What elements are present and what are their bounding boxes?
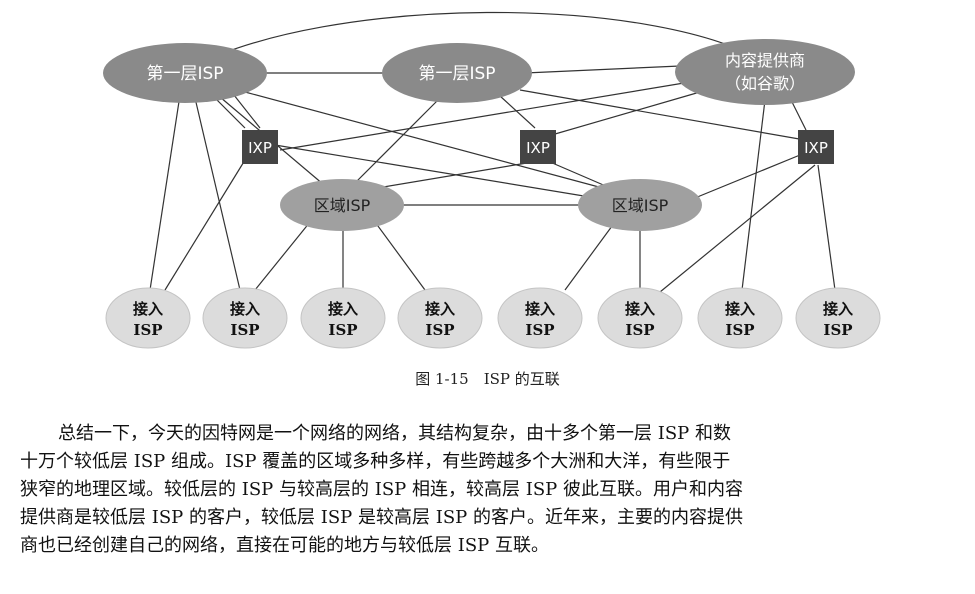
link: [194, 97, 241, 291]
access-isp-label: 接入: [425, 300, 455, 318]
access-isp-label: 接入: [823, 300, 853, 318]
ixp-right: IXP: [798, 130, 834, 164]
access-isp: 接入 ISP: [105, 287, 191, 349]
access-isp-sublabel: ISP: [525, 321, 554, 339]
link: [254, 221, 311, 291]
tier1-isp-mid-label: 第一层ISP: [418, 64, 495, 84]
link: [741, 99, 766, 291]
ixp-mid: IXP: [520, 130, 556, 164]
access-isp-sublabel: ISP: [823, 321, 852, 339]
content-provider-label: 内容提供商: [725, 51, 805, 70]
link: [519, 89, 806, 141]
link: [364, 159, 546, 191]
access-isp-sublabel: ISP: [230, 321, 259, 339]
ixp-left-label: IXP: [248, 139, 272, 157]
isp-interconnection-diagram: 第一层ISP 第一层ISP 内容提供商 （如谷歌） IXP IXP IXP 区域…: [103, 11, 881, 349]
paragraph-line: 总结一下，今天的因特网是一个网络的网络，其结构复杂，由十多个第一层 ISP 和数: [58, 423, 731, 444]
access-isp-row: 接入 ISP 接入 ISP 接入 ISP 接入 ISP 接入 ISP 接入 ISP 接入 ISP 接入 ISP: [105, 287, 881, 349]
access-isp-sublabel: ISP: [725, 321, 754, 339]
link: [244, 91, 611, 191]
content-provider-example: （如谷歌）: [725, 74, 805, 93]
ixp-mid-label: IXP: [526, 139, 550, 157]
paragraph-line: 十万个较低层 ISP 组成。ISP 覆盖的区域多种多样，有些跨越多个大洲和大洋，…: [20, 451, 731, 472]
link: [499, 95, 536, 129]
figure-caption: 图 1-15 ISP 的互联: [415, 370, 560, 388]
access-isp-label: 接入: [725, 300, 755, 318]
access-isp-label: 接入: [230, 300, 260, 318]
link: [274, 144, 609, 201]
access-isp: 接入 ISP: [795, 287, 881, 349]
ixp-left: IXP: [242, 130, 278, 164]
ixp-right-label: IXP: [804, 139, 828, 157]
link: [524, 65, 681, 74]
access-isp-label: 接入: [328, 300, 358, 318]
access-isp-sublabel: ISP: [328, 321, 357, 339]
paragraph-line: 提供商是较低层 ISP 的客户，较低层 ISP 是较高层 ISP 的客户。近年来…: [20, 507, 743, 528]
content-provider: 内容提供商 （如谷歌）: [675, 39, 855, 105]
link: [349, 97, 441, 189]
access-isp: 接入 ISP: [202, 287, 288, 349]
access-isp-label: 接入: [525, 300, 555, 318]
links: [149, 11, 836, 293]
regional-isp-right-label: 区域ISP: [612, 196, 669, 215]
link-arc-tier1-content: [189, 11, 766, 69]
tier1-isp-left-label: 第一层ISP: [146, 64, 223, 84]
paragraph-line: 狭窄的地理区域。较低层的 ISP 与较高层的 ISP 相连，较高层 ISP 彼此…: [20, 479, 743, 500]
link: [279, 81, 691, 151]
access-isp: 接入 ISP: [397, 287, 483, 349]
link: [689, 154, 801, 201]
access-isp: 接入 ISP: [597, 287, 683, 349]
paragraph-line: 商也已经创建自己的网络，直接在可能的地方与较低层 ISP 互联。: [20, 535, 549, 556]
regional-isp-left-label: 区域ISP: [314, 196, 371, 215]
link: [149, 94, 181, 291]
link: [817, 164, 836, 291]
tier1-isp-left: 第一层ISP: [103, 43, 267, 103]
access-isp-sublabel: ISP: [133, 321, 162, 339]
link: [659, 164, 816, 293]
link: [374, 221, 426, 291]
body-paragraph: 总结一下，今天的因特网是一个网络的网络，其结构复杂，由十多个第一层 ISP 和数…: [20, 420, 965, 560]
access-isp-sublabel: ISP: [425, 321, 454, 339]
tier1-isp-mid: 第一层ISP: [382, 43, 532, 103]
access-isp-label: 接入: [625, 300, 655, 318]
link: [554, 91, 701, 135]
access-isp: 接入 ISP: [497, 287, 583, 349]
access-isp-label: 接入: [133, 300, 163, 318]
link: [564, 221, 616, 291]
regional-isp-left: 区域ISP: [280, 179, 404, 231]
access-isp: 接入 ISP: [300, 287, 386, 349]
link: [164, 159, 246, 291]
regional-isp-right: 区域ISP: [578, 179, 702, 231]
access-isp: 接入 ISP: [697, 287, 783, 349]
access-isp-sublabel: ISP: [625, 321, 654, 339]
